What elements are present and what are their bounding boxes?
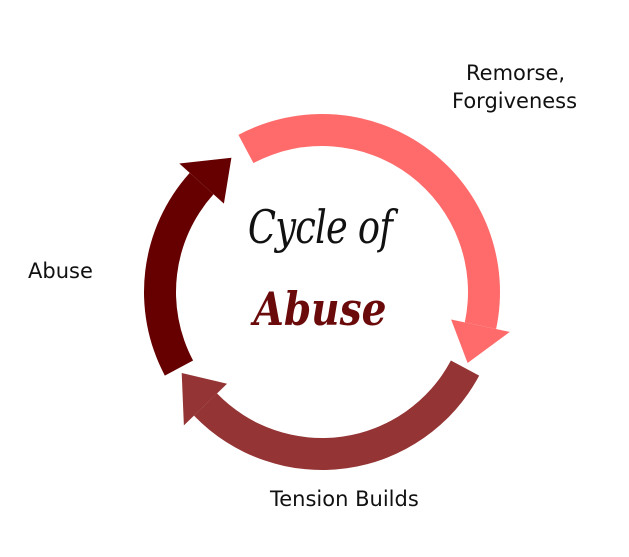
label-line: Remorse, xyxy=(466,61,566,85)
arrow-remorse-forgiveness xyxy=(238,114,510,364)
arrow-body xyxy=(238,114,500,330)
arrow-abuse xyxy=(143,157,232,376)
arrow-tension-builds xyxy=(181,360,480,471)
arrow-body xyxy=(193,360,480,471)
label-abuse: Abuse xyxy=(28,259,93,283)
arrow-head xyxy=(451,319,510,364)
label-tension-builds: Tension Builds xyxy=(270,487,419,511)
arrow-head xyxy=(179,157,232,204)
label-line: Forgiveness xyxy=(452,89,578,113)
diagram-title-line1: Cycle of xyxy=(247,200,393,254)
label-remorse-forgiveness: Remorse, Forgiveness xyxy=(452,58,577,116)
arrow-body xyxy=(143,172,214,376)
arrow-head xyxy=(181,373,228,426)
diagram-title-line2: Abuse xyxy=(253,282,387,336)
